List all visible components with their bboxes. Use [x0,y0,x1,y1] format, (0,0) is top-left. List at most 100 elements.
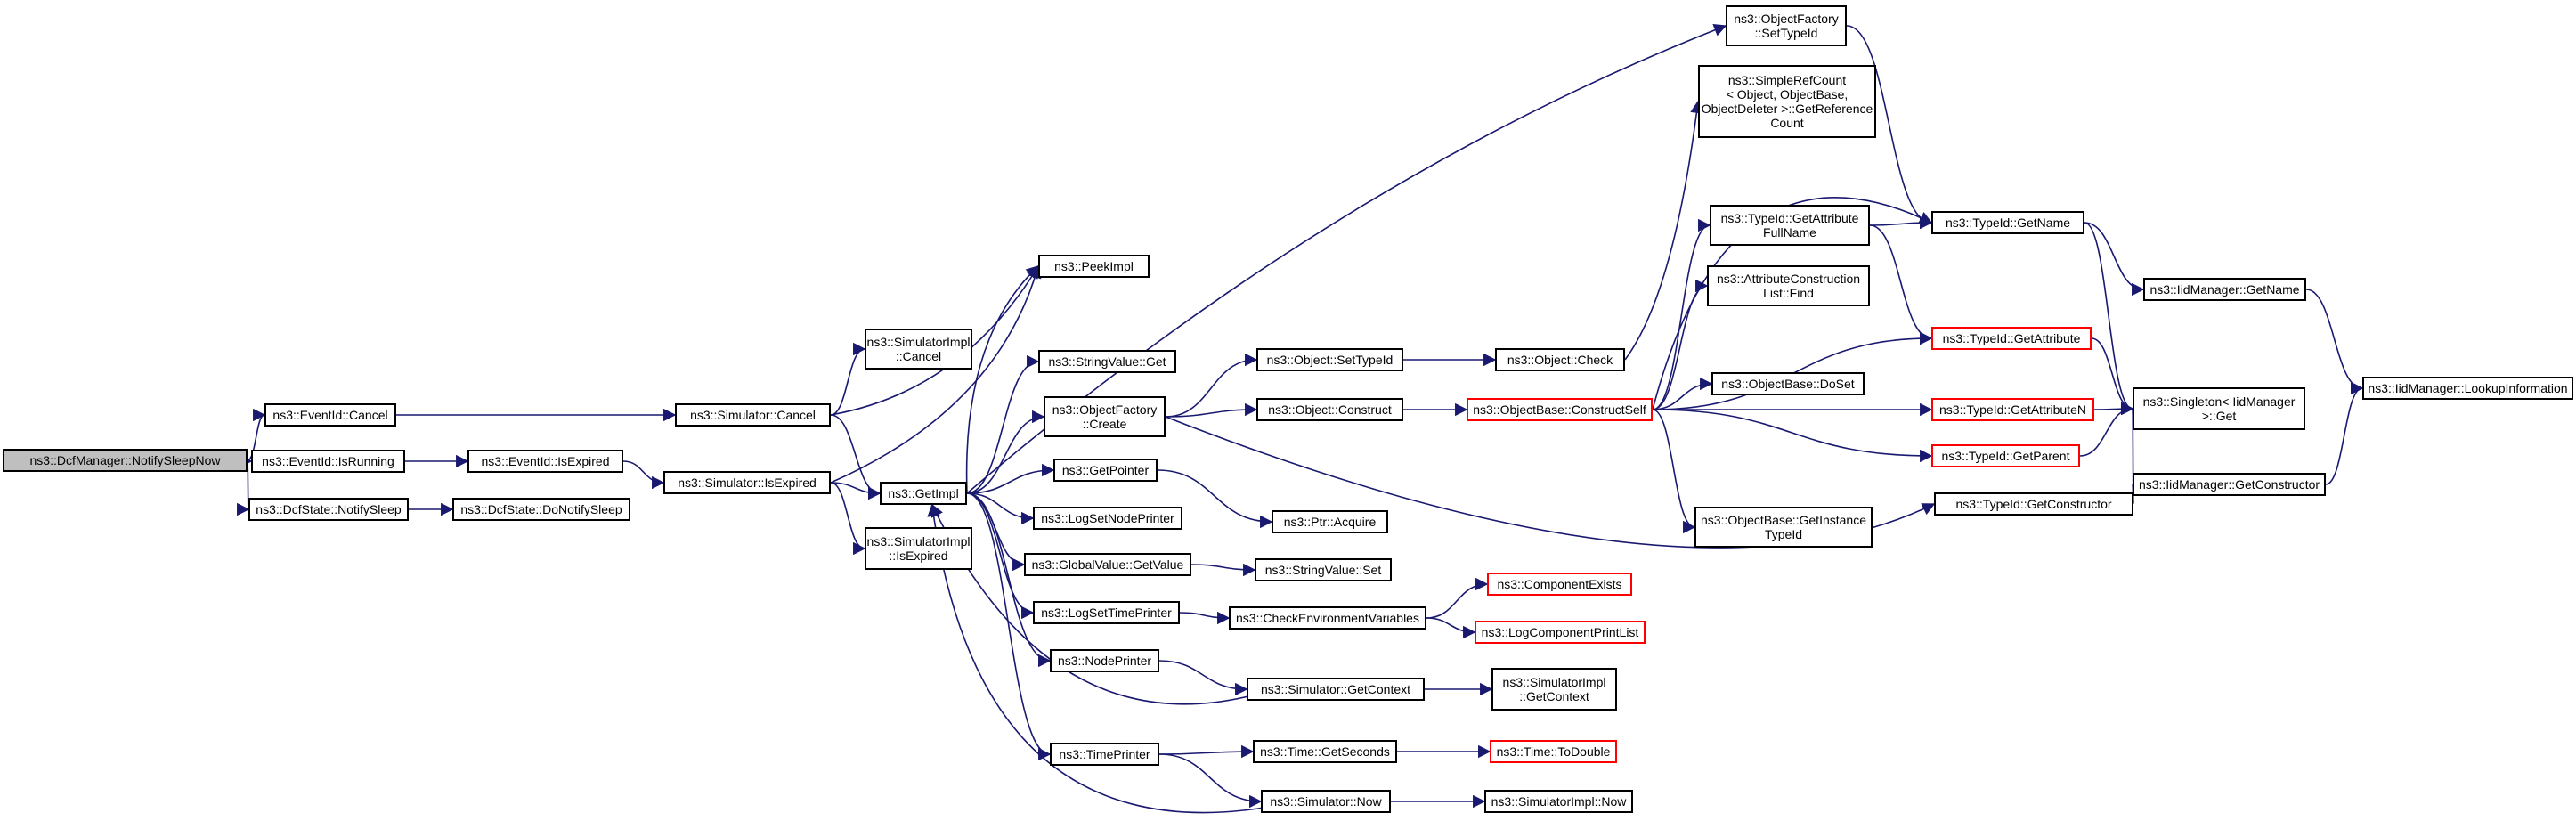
call-edge-eid_isexpired-to-sim_isexpired [622,460,665,490]
graph-node-simplerefcount[interactable]: ns3::SimpleRefCount< Object, ObjectBase,… [1698,65,1876,138]
graph-node-object-construct[interactable]: ns3::Object::Construct [1256,398,1403,421]
graph-node-label: FullName [1763,225,1816,240]
graph-node-label: ns3::Simulator::GetContext [1260,682,1411,696]
graph-node-timeprinter[interactable]: ns3::TimePrinter [1050,743,1159,766]
graph-node-label: ns3::LogSetNodePrinter [1041,511,1174,525]
call-edge-iidmanager_getname-to-iidmanager_lookupinfo [2305,289,2364,395]
graph-node-label: ns3::GetImpl [888,486,959,500]
graph-node-label: ns3::SimulatorImpl [866,534,971,549]
call-edge-object_check-to-simplerefcount [1624,100,1703,361]
graph-node-label: ns3::Singleton< IidManager [2142,394,2296,409]
graph-node-object-settypeid[interactable]: ns3::Object::SetTypeId [1256,348,1403,371]
graph-node-sim-now[interactable]: ns3::Simulator::Now [1261,790,1391,813]
graph-node-label: ns3::IidManager::GetConstructor [2138,477,2320,492]
graph-node-typeid-getattribute[interactable]: ns3::TypeId::GetAttribute [1931,327,2092,350]
graph-node-label: ns3::CheckEnvironmentVariables [1236,611,1419,625]
graph-node-label: ns3::ObjectBase::GetInstance [1701,513,1866,527]
graph-node-label: ns3::DcfState::NotifySleep [256,502,402,516]
graph-node-simimpl-cancel[interactable]: ns3::SimulatorImpl::Cancel [865,329,972,370]
graph-node-logsettimeprinter[interactable]: ns3::LogSetTimePrinter [1033,601,1180,624]
call-edge-getimpl-to-stringvalue_get [966,354,1040,494]
call-edge-objbase_constructself-to-attrconstructionlist_find [1652,279,1709,410]
graph-node-label: ns3::NodePrinter [1057,654,1152,668]
graph-node-label: ns3::ObjectBase::DoSet [1721,377,1855,391]
graph-node-label: >::Get [2201,409,2237,423]
graph-node-getimpl[interactable]: ns3::GetImpl [880,482,967,505]
graph-node-label: ::GetContext [1519,689,1589,703]
graph-node-iidmanager-lookupinfo[interactable]: ns3::IidManager::LookupInformation [2362,377,2573,400]
graph-node-stringvalue-get[interactable]: ns3::StringValue::Get [1038,350,1176,373]
graph-node-peekimpl[interactable]: ns3::PeekImpl [1038,255,1150,278]
graph-node-label: ns3::GetPointer [1061,463,1150,477]
graph-node-objbase-doset[interactable]: ns3::ObjectBase::DoSet [1711,372,1865,395]
graph-node-label: ns3::Time::ToDouble [1496,744,1611,759]
graph-node-root: ns3::DcfManager::NotifySleepNow [3,449,248,472]
graph-node-label: ns3::EventId::IsRunning [262,454,394,468]
graph-node-dcf-donotifysleep[interactable]: ns3::DcfState::DoNotifySleep [452,498,630,521]
graph-node-time-todouble[interactable]: ns3::Time::ToDouble [1490,740,1617,763]
graph-node-typeid-getattributen[interactable]: ns3::TypeId::GetAttributeN [1931,398,2094,421]
call-edge-sim_cancel-to-simimpl_cancel [830,342,866,416]
graph-node-objfactory-create[interactable]: ns3::ObjectFactory::Create [1044,396,1166,437]
graph-node-typeid-getparent[interactable]: ns3::TypeId::GetParent [1931,444,2080,467]
graph-node-globalvalue-getvalue[interactable]: ns3::GlobalValue::GetValue [1024,553,1191,576]
graph-node-singleton-get[interactable]: ns3::Singleton< IidManager>::Get [2133,387,2305,430]
graph-node-label: ns3::Simulator::Now [1270,794,1382,809]
graph-node-label: TypeId [1764,527,1803,541]
call-edge-getimpl-to-peekimpl [965,265,1040,494]
graph-node-label: ns3::ObjectFactory [1734,12,1839,26]
graph-node-label: < Object, ObjectBase, [1726,87,1849,102]
graph-node-label: ns3::EventId::IsExpired [481,454,610,468]
graph-node-stringvalue-set[interactable]: ns3::StringValue::Set [1255,558,1392,581]
graph-node-label: ns3::TypeId::GetName [1945,215,2071,230]
graph-node-iidmanager-getname[interactable]: ns3::IidManager::GetName [2143,278,2306,301]
call-edge-sim_isexpired-to-peekimpl [830,264,1042,484]
graph-node-typeid-getname[interactable]: ns3::TypeId::GetName [1931,211,2084,234]
graph-node-simimpl-now[interactable]: ns3::SimulatorImpl::Now [1484,790,1633,813]
graph-node-nodeprinter[interactable]: ns3::NodePrinter [1050,649,1159,672]
graph-node-logcomponentprintlist[interactable]: ns3::LogComponentPrintList [1475,621,1646,644]
graph-node-time-getseconds[interactable]: ns3::Time::GetSeconds [1253,740,1397,763]
graph-node-typeid-getconstructor[interactable]: ns3::TypeId::GetConstructor [1934,492,2133,516]
graph-node-componentexists[interactable]: ns3::ComponentExists [1487,573,1632,596]
graph-node-objbase-constructself[interactable]: ns3::ObjectBase::ConstructSelf [1467,398,1653,421]
graph-node-objfactory-settypeid[interactable]: ns3::ObjectFactory::SetTypeId [1726,5,1847,46]
call-edge-logsettimeprinter-to-checkenv [1179,611,1231,625]
graph-node-label: ns3::AttributeConstruction [1716,272,1861,286]
graph-node-getpointer[interactable]: ns3::GetPointer [1053,459,1158,482]
graph-node-sim-isexpired[interactable]: ns3::Simulator::IsExpired [663,471,831,494]
graph-node-eid-cancel[interactable]: ns3::EventId::Cancel [264,403,396,427]
graph-node-label: ns3::ComponentExists [1497,577,1622,591]
graph-node-dcf-notifysleep[interactable]: ns3::DcfState::NotifySleep [248,498,409,521]
graph-node-label: ns3::Simulator::Cancel [690,408,816,422]
call-edge-sim_now-to-getimpl [927,503,1271,814]
graph-node-label: ns3::Object::Check [1507,353,1613,367]
call-edge-sim_isexpired-to-getimpl [830,482,882,500]
call-edge-getimpl-to-logsettimeprinter [966,492,1035,620]
call-edge-checkenv-to-logcomponentprintlist [1426,617,1476,639]
graph-node-simimpl-isexpired[interactable]: ns3::SimulatorImpl::IsExpired [865,527,972,570]
graph-node-ptr-acquire[interactable]: ns3::Ptr::Acquire [1272,510,1388,533]
call-edge-objbase_constructself-to-objbase_doset [1652,377,1713,410]
call-edge-getimpl-to-timeprinter [966,492,1052,761]
graph-node-label: ns3::IidManager::GetName [2149,282,2300,297]
graph-node-eid-isrunning[interactable]: ns3::EventId::IsRunning [251,450,405,473]
call-edge-typeid_getattribute-to-singleton_get [2091,337,2134,416]
call-edge-getimpl-to-objfactory_create [966,410,1045,494]
graph-node-simimpl-getcontext[interactable]: ns3::SimulatorImpl::GetContext [1491,668,1617,711]
graph-node-sim-cancel[interactable]: ns3::Simulator::Cancel [675,403,831,427]
graph-node-eid-isexpired[interactable]: ns3::EventId::IsExpired [467,450,623,473]
call-edge-getimpl-to-nodeprinter [966,492,1052,668]
graph-node-logsetnodeprinter[interactable]: ns3::LogSetNodePrinter [1033,507,1182,530]
graph-node-checkenv[interactable]: ns3::CheckEnvironmentVariables [1229,606,1426,630]
call-edge-getimpl-to-getpointer [966,463,1055,494]
graph-node-label: ns3::StringValue::Set [1264,563,1382,577]
graph-node-label: ns3::Simulator::IsExpired [678,475,817,490]
graph-node-label: ::Create [1082,417,1127,431]
graph-node-sim-getcontext[interactable]: ns3::Simulator::GetContext [1247,678,1425,701]
graph-node-iidmanager-getconstructor[interactable]: ns3::IidManager::GetConstructor [2133,473,2326,496]
graph-node-object-check[interactable]: ns3::Object::Check [1495,348,1625,371]
